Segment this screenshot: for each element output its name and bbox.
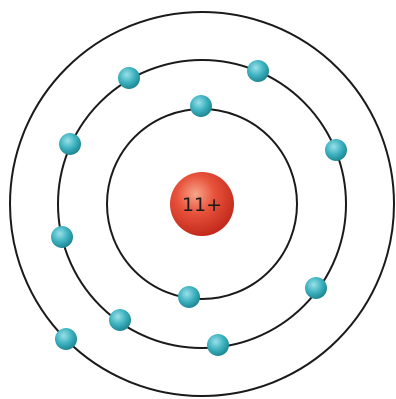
nucleus: 11+: [170, 172, 234, 236]
electron-shell-1: [190, 95, 212, 117]
nucleus-label: 11+: [182, 194, 222, 216]
electron-shell-2: [207, 334, 229, 356]
electron-shell-2: [51, 226, 73, 248]
electron-shell-1: [178, 286, 200, 308]
electron-shell-2: [118, 67, 140, 89]
electron-shell-2: [325, 139, 347, 161]
electron-shell-3: [55, 328, 77, 350]
electron-shell-2: [59, 133, 81, 155]
electron-shell-2: [109, 309, 131, 331]
electron-shell-2: [247, 60, 269, 82]
electron-shell-2: [305, 277, 327, 299]
